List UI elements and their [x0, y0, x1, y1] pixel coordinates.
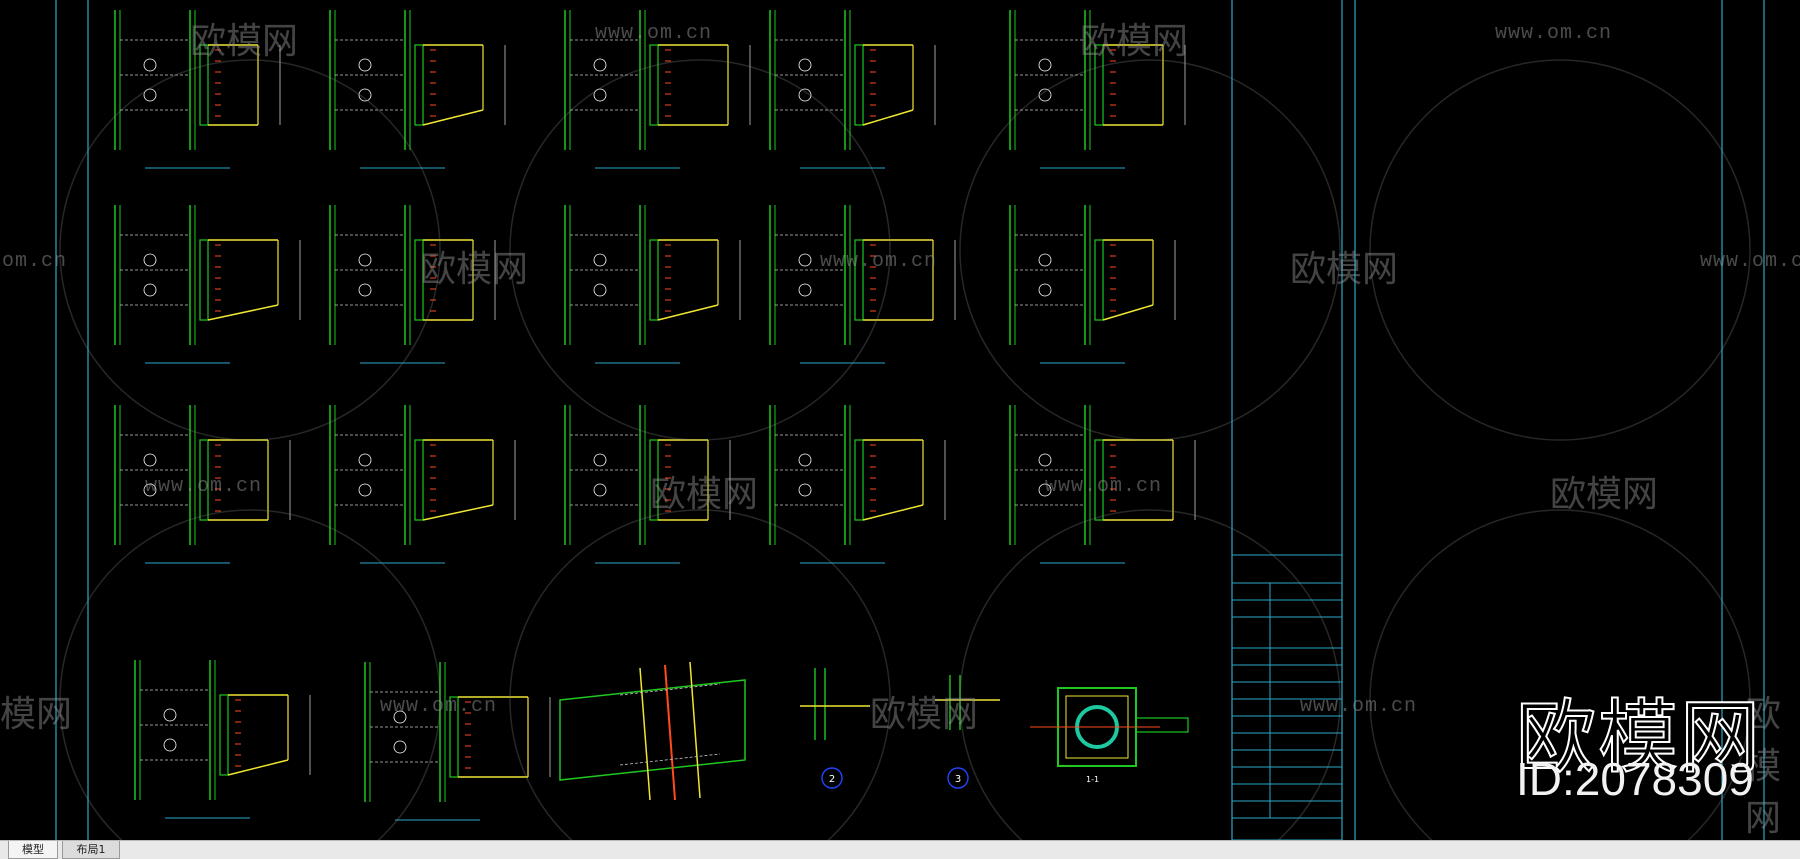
tab-layout-1-label: 布局1	[76, 843, 106, 856]
watermark-brand-cut: 模网	[0, 694, 73, 735]
watermark-brand: 欧模网	[650, 474, 759, 515]
watermark-brand: 欧模网	[190, 21, 299, 62]
watermark-url: www.om.cn	[595, 22, 713, 45]
watermark-url: www.om.cn	[145, 475, 263, 498]
connection-detail	[564, 10, 751, 169]
title-block	[1231, 554, 1343, 840]
connection-detail	[769, 205, 956, 364]
detail-3	[935, 675, 1000, 789]
connection-detail	[564, 405, 731, 564]
detail-3-number: 3	[955, 774, 961, 785]
connection-detail	[564, 205, 741, 364]
connection-detail	[329, 405, 516, 564]
section-1-1	[1030, 687, 1189, 767]
connection-detail	[1009, 10, 1186, 169]
connection-detail	[114, 405, 291, 564]
watermark-url: www.om.cn	[1045, 475, 1163, 498]
watermark-brand: 欧模网	[420, 249, 529, 290]
tab-model[interactable]: 模型	[8, 841, 58, 859]
watermark-circles	[59, 59, 1751, 840]
cad-drawing-canvas[interactable]: 2 3 1-1	[0, 0, 1800, 840]
layout-tab-bar: 模型 布局1	[0, 840, 1800, 859]
section-1-1-label: 1-1	[1086, 775, 1099, 784]
connection-details	[114, 10, 1196, 821]
brand-logo-text: 欧模网	[1515, 690, 1762, 785]
detail-bottom-splice	[559, 661, 746, 801]
detail-2-number: 2	[829, 774, 835, 785]
tab-model-label: 模型	[22, 843, 44, 856]
connection-detail	[329, 205, 496, 364]
connection-detail	[1009, 405, 1196, 564]
detail-2	[800, 668, 870, 789]
connection-detail	[364, 662, 551, 821]
watermark-url: www.om.cn	[820, 250, 938, 273]
watermark-url: www.om.cn	[380, 695, 498, 718]
watermark-brand: 欧模网	[870, 694, 979, 735]
connection-detail	[134, 660, 311, 819]
watermark-brand-cut: 欧模网	[1745, 694, 1782, 839]
connection-detail	[329, 10, 506, 169]
tab-layout-1[interactable]: 布局1	[62, 841, 120, 859]
drawing-frame	[55, 0, 1765, 840]
watermark-brand: 欧模网	[1550, 474, 1659, 515]
connection-detail	[114, 10, 281, 169]
watermark-brand: 欧模网	[1080, 21, 1189, 62]
watermark-url: www.om.cn	[1495, 22, 1613, 45]
connection-detail	[769, 10, 936, 169]
connection-detail	[769, 405, 946, 564]
connection-detail	[114, 205, 301, 364]
watermark-url: www.om.cn	[1300, 695, 1418, 718]
model-id-label: ID:2078309	[1516, 753, 1754, 805]
connection-detail	[1009, 205, 1176, 364]
watermark-url: www.om.cn	[1700, 250, 1800, 273]
watermark-brand: 欧模网	[1290, 249, 1399, 290]
watermark-url-cut: om.cn	[2, 250, 68, 273]
